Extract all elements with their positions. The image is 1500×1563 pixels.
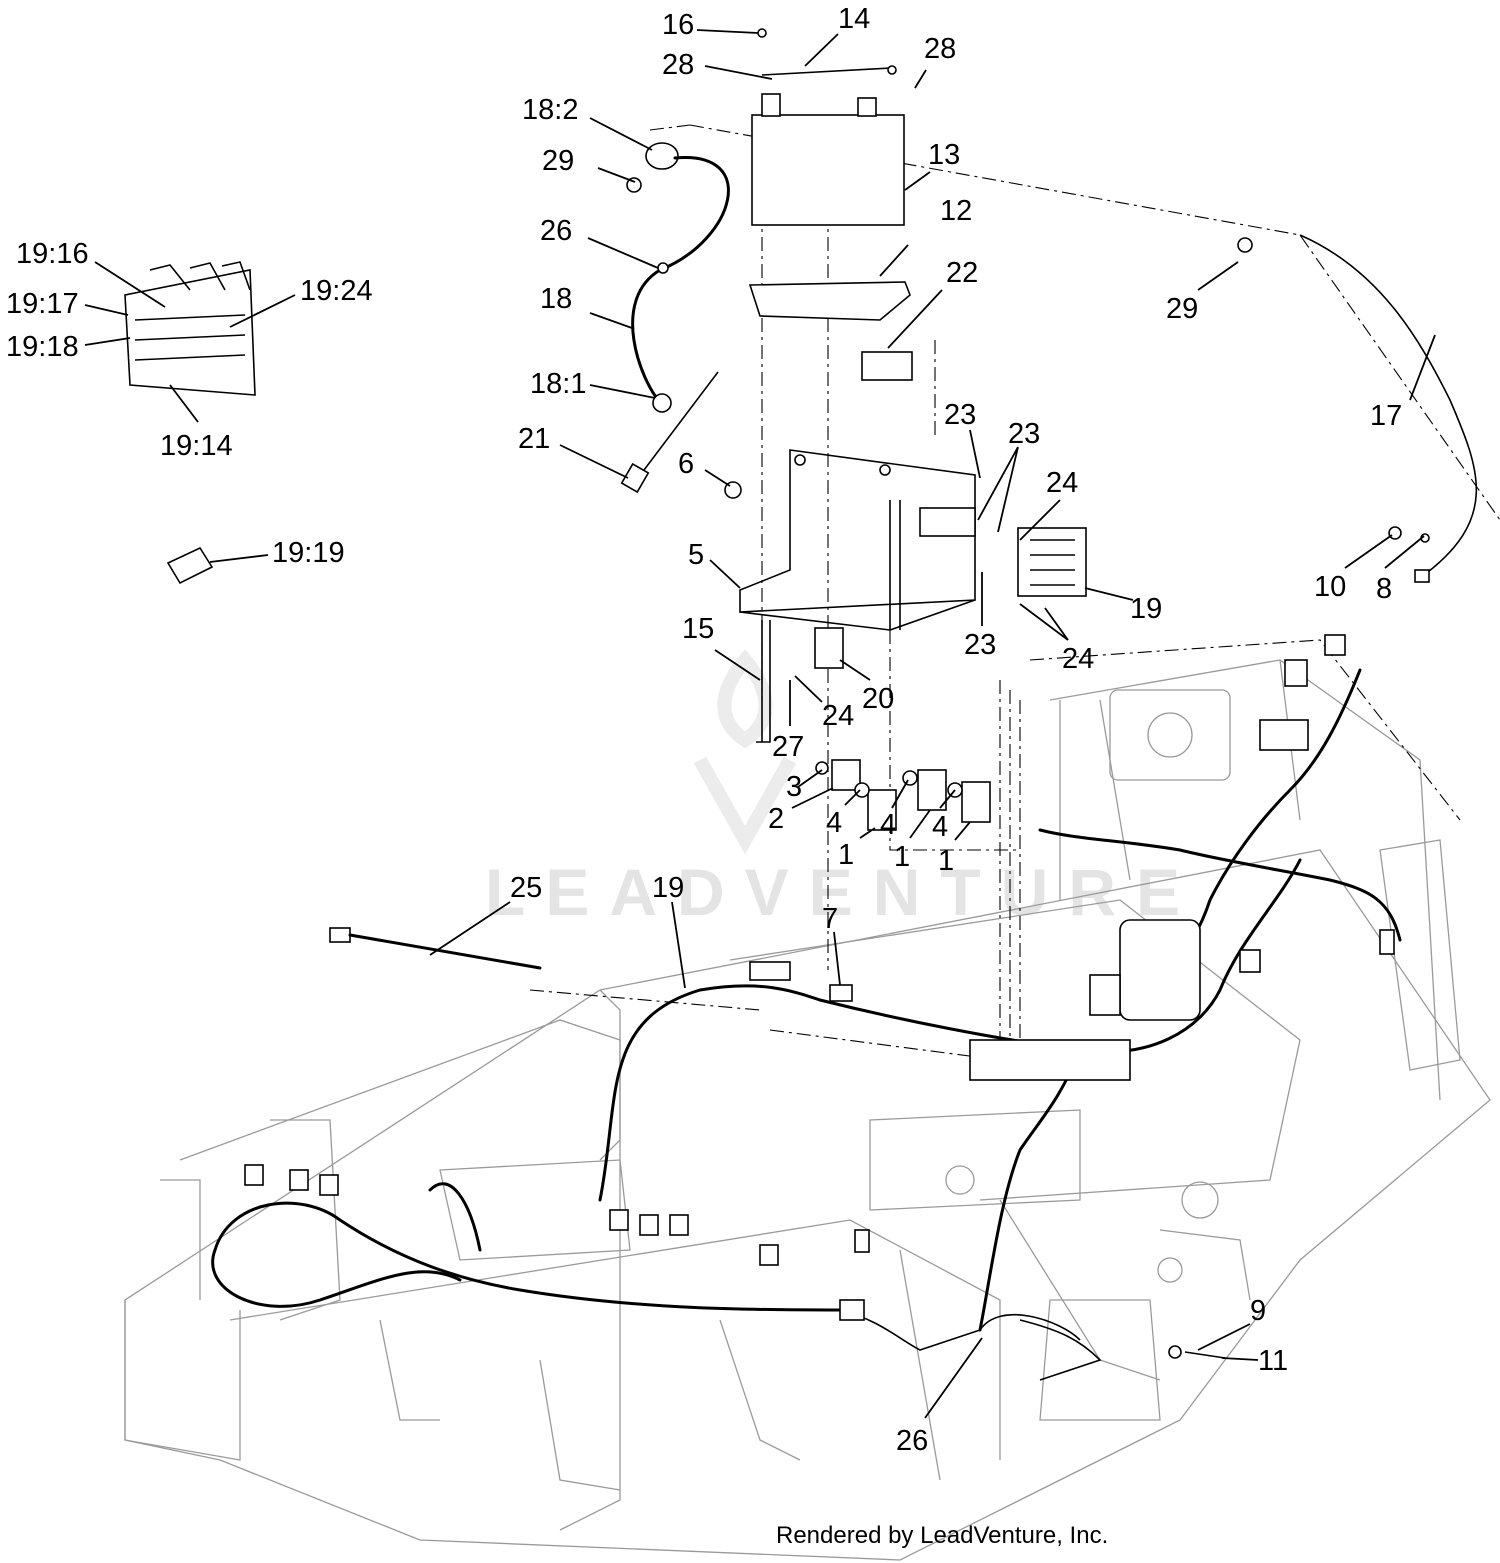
callout-23: 23: [944, 399, 976, 431]
callout-24: 24: [822, 700, 854, 732]
decal-22: [861, 351, 913, 381]
relays-1: [854, 769, 991, 831]
callout-19-18: 19:18: [6, 331, 79, 363]
callout-27: 27: [772, 731, 804, 763]
callout-10: 10: [1314, 571, 1346, 603]
callout-23: 23: [964, 629, 996, 661]
harness-25: [329, 927, 542, 970]
callout-19-14: 19:14: [160, 430, 233, 462]
callouts: 16 14 28 28 18:2 29 13 12 26 22 18 29 17…: [6, 3, 1402, 1457]
relay-block-20: [814, 627, 844, 669]
callout-5: 5: [688, 539, 704, 571]
callout-29: 29: [542, 145, 574, 177]
callout-11: 11: [1258, 1345, 1288, 1377]
battery-tray-12: [748, 281, 911, 321]
bolt-11: [1168, 1345, 1226, 1359]
callout-19-17: 19:17: [6, 288, 79, 320]
callout-24: 24: [1046, 467, 1078, 499]
callout-4: 4: [880, 809, 896, 841]
callout-28: 28: [924, 33, 956, 65]
callout-13: 13: [928, 139, 960, 171]
callout-1: 1: [838, 839, 854, 871]
ground-wire-21: [620, 371, 719, 494]
callout-28: 28: [662, 49, 694, 81]
callout-15: 15: [682, 613, 714, 645]
callout-18-2: 18:2: [522, 94, 578, 126]
cable-17: [1237, 234, 1478, 583]
callout-23: 23: [1008, 418, 1040, 450]
battery-13: [751, 93, 905, 226]
fuse-block-detail: [124, 261, 256, 396]
callout-24: 24: [1062, 643, 1094, 675]
main-harness-19: [211, 634, 1402, 1351]
callout-19: 19: [652, 872, 684, 904]
bracket-7: [829, 984, 853, 1002]
callout-19-24: 19:24: [300, 275, 373, 307]
watermark-text: LEADVENTURE: [485, 855, 1200, 929]
footer-credit: Rendered by LeadVenture, Inc.: [776, 1522, 1109, 1549]
ground-wire-26: [1019, 1319, 1102, 1381]
callout-29: 29: [1166, 293, 1198, 325]
callout-18-1: 18:1: [530, 368, 586, 400]
callout-26: 26: [540, 215, 572, 247]
callout-6: 6: [678, 448, 694, 480]
battery-cable-18: [626, 142, 730, 413]
callout-4: 4: [826, 807, 842, 839]
fuse-block-19: [1017, 527, 1087, 597]
connector-19-19: [166, 546, 214, 585]
callout-22: 22: [946, 257, 978, 289]
hold-down-bar-14: [757, 28, 897, 76]
callout-1: 1: [894, 841, 910, 873]
callout-17: 17: [1370, 400, 1402, 432]
callout-26: 26: [896, 1425, 928, 1457]
callout-19-19: 19:19: [272, 537, 345, 569]
watermark: LEADVENTURE: [485, 649, 1200, 929]
callout-8: 8: [1376, 573, 1392, 605]
callout-19: 19: [1130, 593, 1162, 625]
callout-2: 2: [768, 803, 784, 835]
callout-16: 16: [662, 9, 694, 41]
callout-7: 7: [822, 903, 838, 935]
callout-3: 3: [786, 771, 802, 803]
callout-12: 12: [940, 195, 972, 227]
callout-9: 9: [1250, 1295, 1266, 1327]
relay-2: [815, 759, 861, 791]
leader-lines: [84, 29, 1436, 1419]
assembly-lines: [529, 124, 1500, 1070]
callout-4: 4: [932, 811, 948, 843]
callout-14: 14: [838, 3, 870, 35]
callout-1: 1: [938, 845, 954, 877]
callout-19-16: 19:16: [16, 238, 89, 270]
callout-21: 21: [518, 423, 550, 455]
callout-18: 18: [540, 283, 572, 315]
callout-20: 20: [862, 683, 894, 715]
callout-25: 25: [510, 872, 542, 904]
bracket-15: [756, 620, 771, 743]
